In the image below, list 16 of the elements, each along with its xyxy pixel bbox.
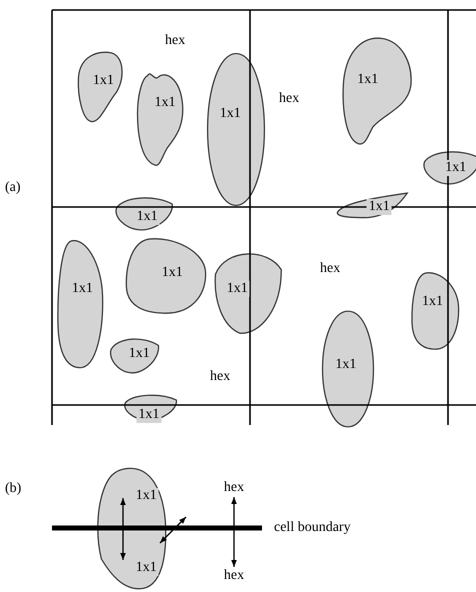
phase-label: hex bbox=[320, 262, 340, 276]
island-label: 1x1 bbox=[224, 280, 250, 297]
phase-label: hex bbox=[210, 370, 230, 384]
phase-label: hex bbox=[224, 481, 244, 495]
phase-label: hex bbox=[279, 92, 300, 106]
island-label: 1x1 bbox=[366, 199, 392, 216]
panel-label: (a) bbox=[5, 181, 21, 195]
phase-label: hex bbox=[165, 34, 186, 48]
panel-label: (b) bbox=[5, 482, 22, 496]
double-arrow bbox=[231, 497, 237, 567]
island-label: 1x1 bbox=[134, 560, 159, 576]
island-label: 1x1 bbox=[443, 160, 468, 176]
island-label: 1x1 bbox=[136, 406, 162, 423]
phase-label: hex bbox=[224, 569, 244, 583]
phase-label: cell boundary bbox=[274, 521, 351, 535]
island-label: 1x1 bbox=[134, 209, 160, 226]
